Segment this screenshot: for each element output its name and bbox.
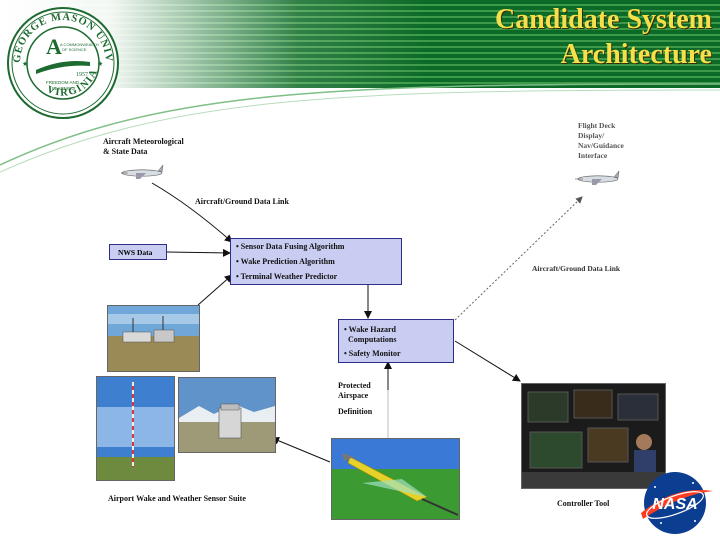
title-line-1: Candidate System <box>494 4 712 35</box>
seal-year: 1957 <box>76 72 88 78</box>
ag-link-left-label: Aircraft/Ground Data Link <box>195 197 289 206</box>
enclosure-photo <box>178 377 276 453</box>
university-seal: GEORGE MASON UNIVERSITY VIRGINIA A A COM… <box>6 6 119 119</box>
hazard-item-1: • Wake Hazard <box>344 325 396 334</box>
svg-text:A: A <box>46 34 62 59</box>
controller-tool-label: Controller Tool <box>557 499 610 508</box>
sensor-suite-label: Airport Wake and Weather Sensor Suite <box>108 494 246 503</box>
nasa-text: NASA <box>652 496 697 513</box>
slide-title: Candidate System Architecture <box>495 2 712 72</box>
hazard-item-2: Computations <box>344 335 397 344</box>
processing-item-3: • Terminal Weather Predictor <box>236 272 338 281</box>
svg-text:★: ★ <box>97 60 103 68</box>
processing-item-2: • Wake Prediction Algorithm <box>236 257 335 266</box>
header-fade <box>0 0 720 88</box>
tower-photo <box>96 376 175 481</box>
svg-text:★: ★ <box>22 60 28 68</box>
nws-data-box: NWS Data <box>109 244 167 260</box>
aircraft-met-label: Aircraft Meteorological & State Data <box>103 137 184 156</box>
seal-inner-2: OF SCIENCE <box>62 47 87 52</box>
aircraft-right-icon <box>575 170 620 185</box>
airspace-graphic <box>331 438 460 520</box>
hazard-item-3: • Safety Monitor <box>344 349 401 358</box>
seal-inner-1: A COMMONWEALTH <box>60 42 99 47</box>
seal-motto-2: LEARNING <box>52 86 76 91</box>
hazard-box: • Wake Hazard Computations • Safety Moni… <box>338 319 454 363</box>
processing-box: • Sensor Data Fusing Algorithm • Wake Pr… <box>230 238 402 285</box>
definition-label: Definition <box>338 407 373 416</box>
controller-photo <box>521 383 666 489</box>
field-equipment-photo <box>107 305 200 372</box>
processing-item-1: • Sensor Data Fusing Algorithm <box>236 242 345 251</box>
nasa-logo: NASA <box>641 472 713 534</box>
seal-motto-1: FREEDOM AND <box>46 80 80 85</box>
ag-link-right-label: Aircraft/Ground Data Link <box>532 264 621 273</box>
title-line-2: Architecture <box>560 39 712 70</box>
protected-airspace-label: Protected Airspace <box>338 381 371 400</box>
header-banner: Candidate System Architecture <box>0 0 720 88</box>
flight-deck-label: Flight Deck Display/ Nav/Guidance Interf… <box>578 121 624 160</box>
aircraft-left-icon <box>121 164 164 179</box>
